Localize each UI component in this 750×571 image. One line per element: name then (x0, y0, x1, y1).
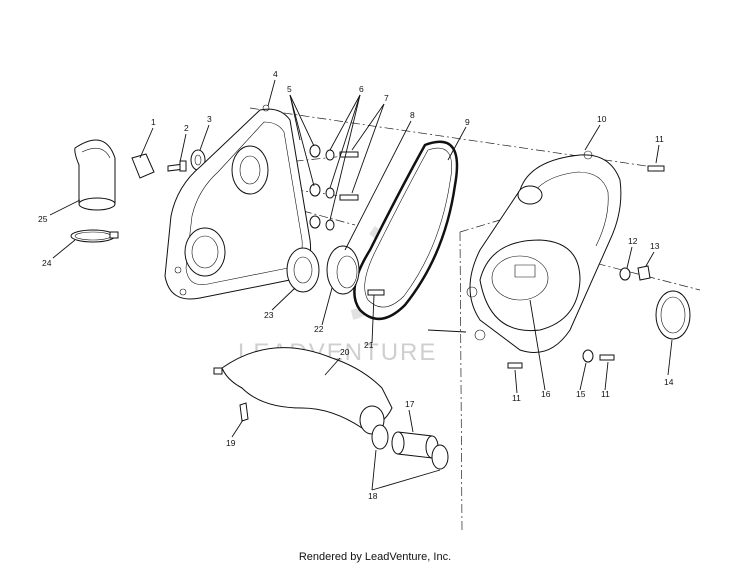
part-15-washer (582, 349, 594, 363)
callout-18: 18 (368, 491, 378, 501)
part-25-intake-elbow (74, 139, 116, 211)
callout-11-right: 11 (601, 389, 610, 399)
callout-11-top: 11 (655, 134, 664, 144)
part-13-plug (637, 265, 651, 281)
callout-1: 1 (151, 117, 156, 127)
callout-11-left: 11 (512, 393, 521, 403)
part-17-coupler (391, 431, 439, 459)
part-16-cover-body (514, 264, 536, 278)
callout-16: 16 (541, 389, 551, 399)
part-23-seal (286, 247, 320, 293)
callout-15: 15 (576, 389, 586, 399)
part-24-hose-clamp (70, 229, 119, 243)
callout-22: 22 (314, 324, 324, 334)
callout-10: 10 (597, 114, 607, 124)
callout-20: 20 (340, 347, 350, 357)
callout-2: 2 (184, 123, 189, 133)
part-14-cover-cap (655, 290, 691, 340)
part-18-clamps (371, 424, 449, 470)
part-21-bolt (367, 289, 385, 296)
callout-labels: 1 2 3 4 5 6 7 8 9 10 11 11 11 12 13 14 1… (38, 69, 674, 501)
callout-4: 4 (273, 69, 278, 79)
callout-9: 9 (465, 117, 470, 127)
leader-lines (49, 79, 673, 491)
part-19-screw (213, 367, 249, 422)
part-1-bracket (131, 153, 155, 179)
part-11-screws (507, 165, 665, 369)
callout-13: 13 (650, 241, 660, 251)
callout-25: 25 (38, 214, 48, 224)
part-10-outer-cover (466, 150, 622, 353)
part-22-pulley (326, 245, 360, 295)
callout-5: 5 (287, 84, 292, 94)
callout-24: 24 (42, 258, 52, 268)
callout-12: 12 (628, 236, 638, 246)
parts-5-6-7-fasteners (309, 144, 359, 231)
callout-21: 21 (364, 340, 374, 350)
part-12-oring (619, 267, 631, 281)
part-4-inner-cover (164, 104, 312, 300)
part-2-screw (167, 160, 187, 172)
callout-8: 8 (410, 110, 415, 120)
callout-3: 3 (207, 114, 212, 124)
render-credit: Rendered by LeadVenture, Inc. (298, 551, 452, 563)
callout-7: 7 (384, 93, 389, 103)
callout-17: 17 (405, 399, 415, 409)
callout-6: 6 (359, 84, 364, 94)
callout-14: 14 (664, 377, 674, 387)
callout-23: 23 (264, 310, 274, 320)
part-9-drive-belt (353, 140, 459, 320)
callout-19: 19 (226, 438, 236, 448)
